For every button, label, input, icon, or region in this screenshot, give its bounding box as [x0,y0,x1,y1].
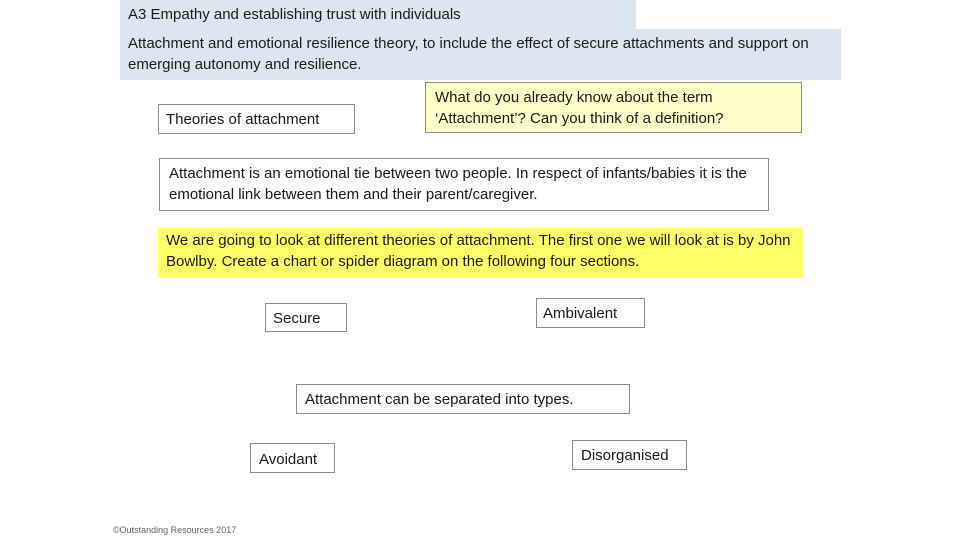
disorganised-type-box: Disorganised [572,440,687,470]
attachment-types-box: Attachment can be separated into types. [296,384,630,414]
question-box: What do you already know about the term … [425,82,802,133]
avoidant-type-box: Avoidant [250,443,335,473]
copyright-footer: ©Outstanding Resources 2017 [113,525,237,535]
slide-subtitle: Attachment and emotional resilience theo… [120,29,841,80]
slide-title: A3 Empathy and establishing trust with i… [120,0,636,29]
ambivalent-type-box: Ambivalent [536,298,645,328]
definition-box: Attachment is an emotional tie between t… [159,158,769,211]
instruction-box: We are going to look at different theori… [158,228,803,278]
theories-of-attachment-label: Theories of attachment [158,104,355,134]
secure-type-box: Secure [265,303,347,332]
